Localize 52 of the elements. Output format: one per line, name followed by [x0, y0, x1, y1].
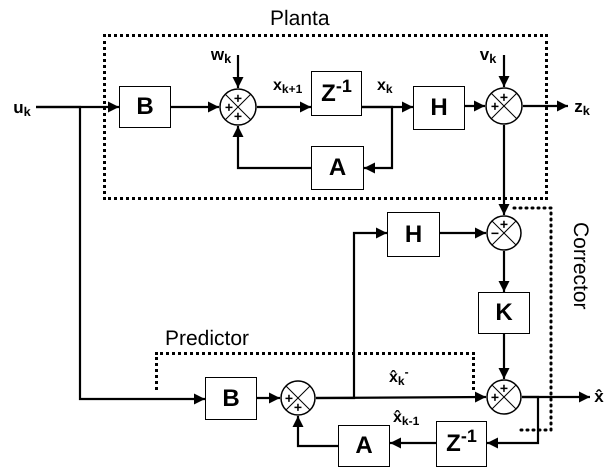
arrow [498, 251, 510, 292]
signal-label: u$_{k}$ [8, 95, 36, 119]
signal-label: x̂ [590, 382, 608, 410]
transfer-block: B [205, 377, 257, 420]
arrow [390, 438, 436, 448]
sign-symbol: + [284, 391, 294, 405]
sign-symbol: + [234, 91, 242, 105]
arrow [316, 228, 387, 400]
summing-junction [486, 215, 522, 251]
edge-label: x̂$_{k-1}$ [392, 410, 420, 426]
sign-symbol: + [224, 100, 234, 114]
transfer-block: Z$^{-1}$ [311, 71, 362, 116]
transfer-block: Z$^{-1}$ [436, 421, 487, 467]
transfer-block: H [387, 212, 440, 257]
arrow [36, 106, 205, 404]
arrow [465, 100, 485, 112]
group-title: Planta [270, 6, 330, 32]
signal-label: v$_{k}$ [472, 42, 504, 66]
summing-junction [280, 380, 316, 416]
arrow [440, 228, 486, 238]
transfer-block: K [478, 292, 530, 334]
arrow [257, 392, 280, 404]
arrow [487, 396, 540, 448]
arrow [498, 334, 510, 379]
signal-label: z$_{k}$ [568, 94, 596, 118]
arrow [232, 126, 311, 170]
summing-junction [485, 87, 523, 125]
arrow [171, 102, 219, 112]
sign-symbol: + [490, 99, 500, 113]
summing-junction [486, 379, 522, 415]
sign-symbol: + [500, 381, 508, 395]
sign-symbol: + [234, 109, 242, 123]
arrow [498, 55, 510, 87]
group-title: Predictor [165, 326, 250, 352]
sign-symbol: − [490, 226, 500, 240]
sign-symbol: + [294, 400, 302, 414]
arrow [362, 106, 394, 174]
sign-symbol: + [500, 90, 508, 104]
summing-junction [219, 88, 257, 126]
arrow [257, 102, 311, 112]
signal-label: w$_{k}$ [204, 42, 238, 66]
sign-symbol: + [500, 217, 508, 231]
arrow [498, 125, 510, 215]
arrow [292, 416, 338, 448]
group-title: Corrector [568, 222, 593, 310]
arrow [232, 55, 244, 88]
transfer-block: H [413, 86, 465, 130]
transfer-block: A [311, 146, 364, 190]
transfer-block: B [119, 86, 171, 128]
arrow [523, 100, 568, 112]
sign-symbol: + [490, 390, 500, 404]
transfer-block: A [338, 425, 390, 467]
